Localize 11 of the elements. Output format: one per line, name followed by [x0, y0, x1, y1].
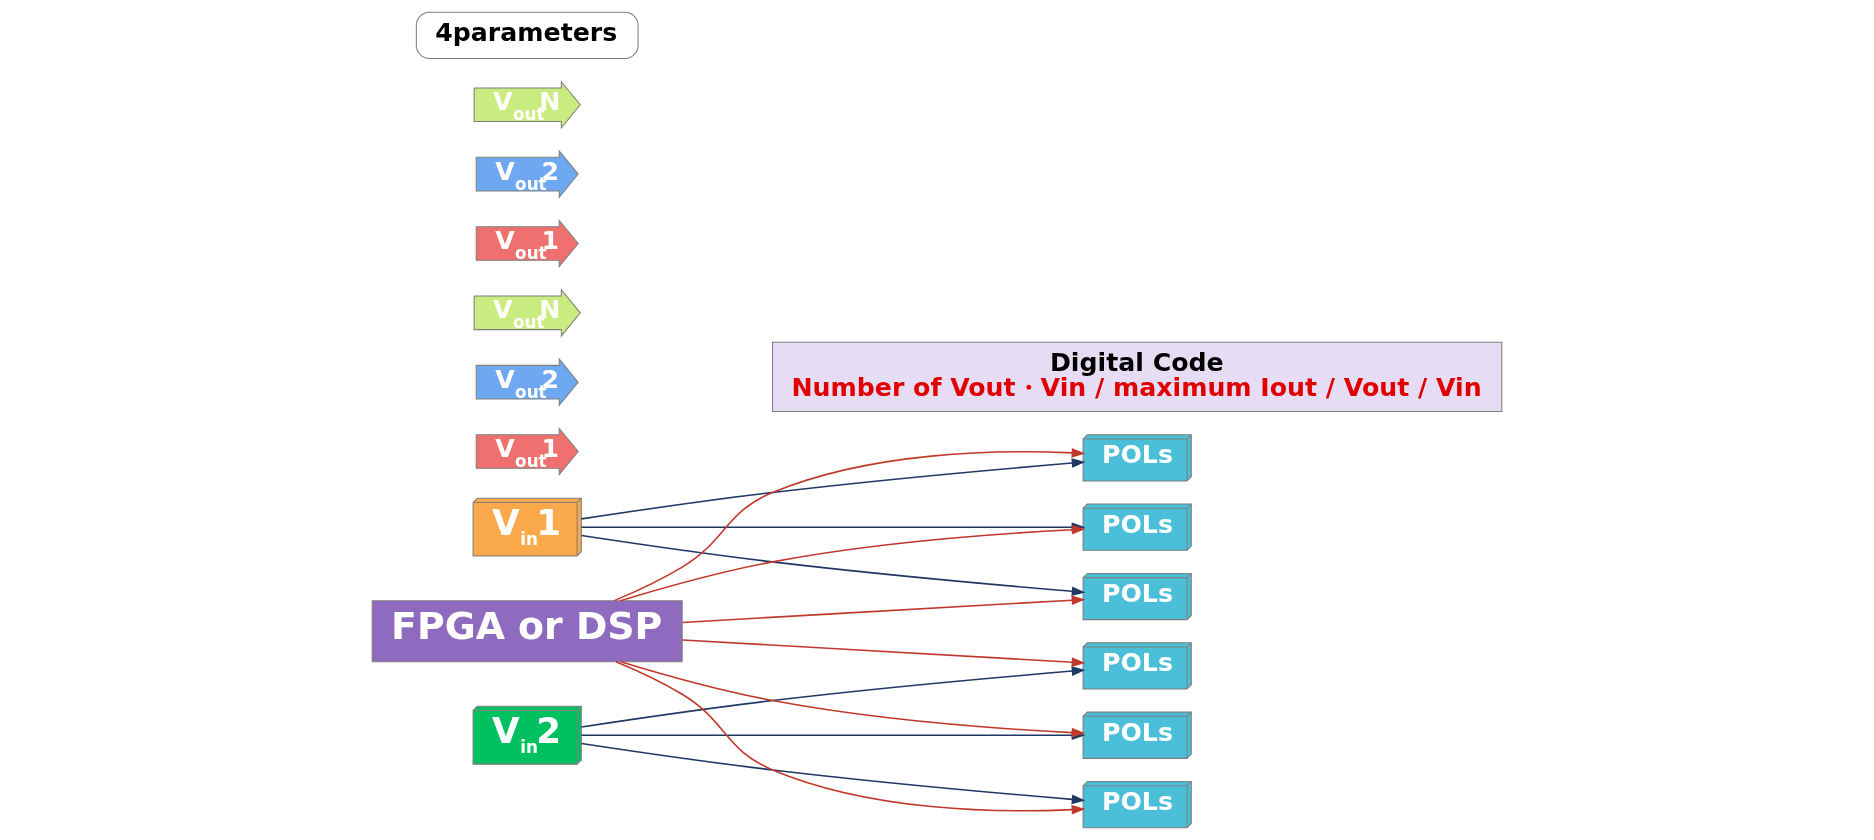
arrow: [681, 639, 1086, 667]
node-box: 4parameters: [415, 11, 639, 60]
arrow: [580, 458, 1086, 520]
arrow: [580, 666, 1086, 728]
arrow: [619, 660, 1086, 738]
arrow: [580, 742, 1086, 805]
arrow: [681, 595, 1086, 624]
arrow: [580, 534, 1086, 597]
arrow: [619, 525, 1086, 602]
node-box: FPGA or DSP: [371, 600, 683, 663]
node-box: Digital Code Number of Vout・Vin / maximum Iout / Vout / Vin: [772, 341, 1503, 413]
